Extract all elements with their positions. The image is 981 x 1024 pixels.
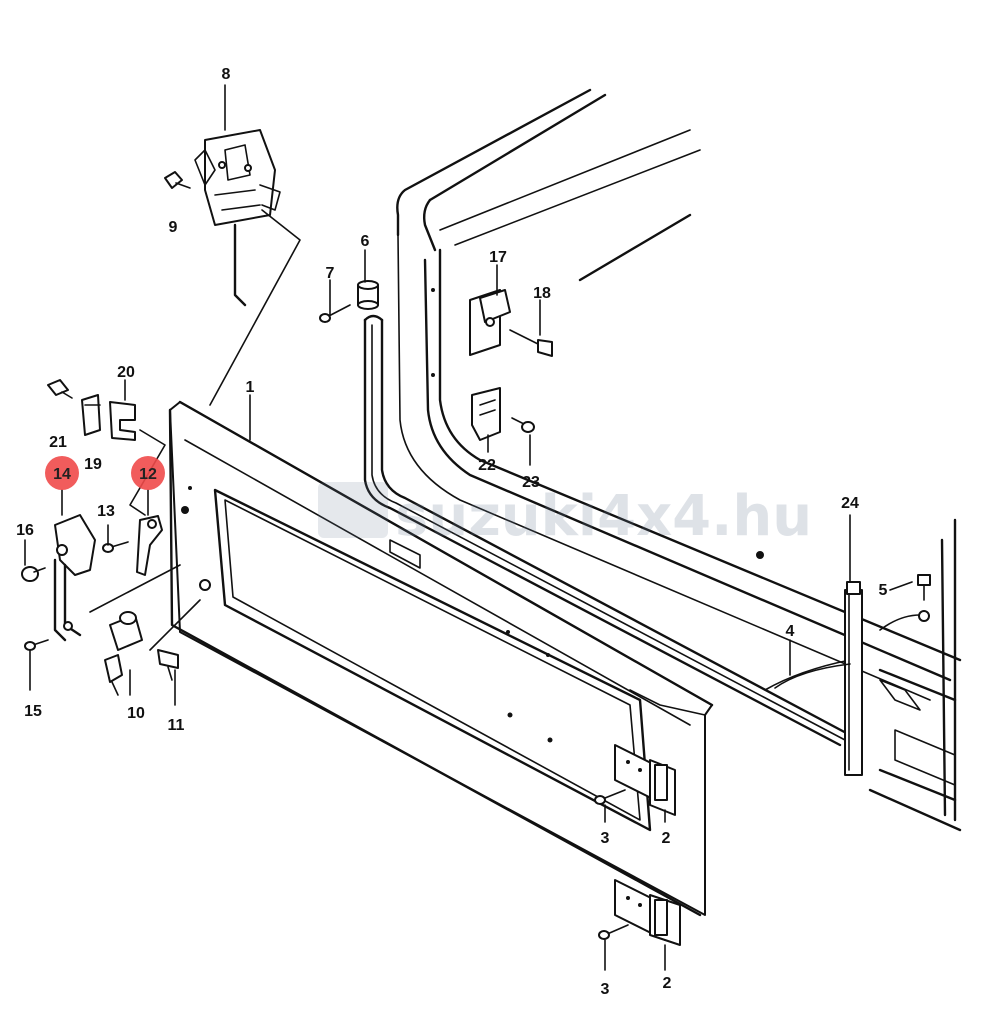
watermark-text: suzuki4x4.hu (395, 484, 812, 549)
strap-screw (879, 574, 931, 631)
lock-cylinder-10 (104, 611, 143, 696)
label-part-12: 12 (139, 466, 157, 483)
label-part-16: 16 (16, 522, 34, 539)
lever-bracket-14 (53, 514, 96, 642)
label-part-17: 17 (489, 249, 507, 266)
weatherstrip-seal (363, 314, 852, 747)
upper-striker (469, 289, 511, 356)
label-part-3-upper: 3 (601, 830, 610, 847)
label-part-20: 20 (117, 364, 135, 381)
clip-20 (109, 401, 136, 441)
lower-hinge (614, 879, 681, 946)
upper-hinge (614, 744, 676, 816)
highlight-circle-12 (131, 456, 165, 490)
upper-striker-screw (509, 329, 553, 357)
hinge-screw-lower (598, 924, 629, 940)
lower-striker-screw (511, 417, 535, 433)
bracket-19 (81, 394, 101, 436)
label-part-4: 4 (786, 623, 795, 640)
vehicle-body (396, 88, 962, 832)
hinge-screw-upper (594, 789, 626, 805)
label-part-19: 19 (84, 456, 102, 473)
screw-15 (24, 639, 49, 651)
clip-11 (157, 649, 179, 681)
label-part-8: 8 (222, 66, 231, 83)
label-part-3-lower: 3 (601, 981, 610, 998)
label-part-22: 22 (478, 457, 496, 474)
label-part-1: 1 (246, 379, 255, 396)
door-cable (774, 663, 851, 689)
bushing-screw (319, 304, 351, 323)
check-strap (844, 581, 863, 776)
label-part-14: 14 (53, 466, 71, 483)
label-part-2-lower: 2 (663, 975, 672, 992)
lock-assembly (194, 129, 281, 307)
lock-leader-line (209, 209, 301, 406)
highlight-circle-14 (45, 456, 79, 490)
label-leaders (24, 84, 913, 971)
bushing (357, 280, 379, 310)
lever-12 (136, 515, 163, 576)
label-part-18: 18 (533, 285, 551, 302)
tailgate-door-panel (168, 400, 714, 917)
label-part-23: 23 (522, 474, 540, 491)
label-part-5: 5 (879, 582, 888, 599)
label-part-13: 13 (97, 503, 115, 520)
bolt-21 (47, 379, 73, 399)
screw-13 (102, 541, 129, 553)
label-part-6: 6 (361, 233, 370, 250)
label-part-10: 10 (127, 705, 145, 722)
watermark-logo (318, 482, 388, 538)
label-part-15: 15 (24, 703, 42, 720)
lock-bolt (164, 171, 191, 189)
label-part-24: 24 (841, 495, 859, 512)
cap-16 (21, 566, 46, 582)
label-part-7: 7 (326, 265, 335, 282)
label-part-2-upper: 2 (662, 830, 671, 847)
label-part-11: 11 (168, 717, 185, 734)
parts-leader-lines (89, 564, 201, 651)
label-part-9: 9 (169, 219, 178, 236)
lower-striker (471, 387, 501, 441)
label-part-21: 21 (49, 434, 67, 451)
